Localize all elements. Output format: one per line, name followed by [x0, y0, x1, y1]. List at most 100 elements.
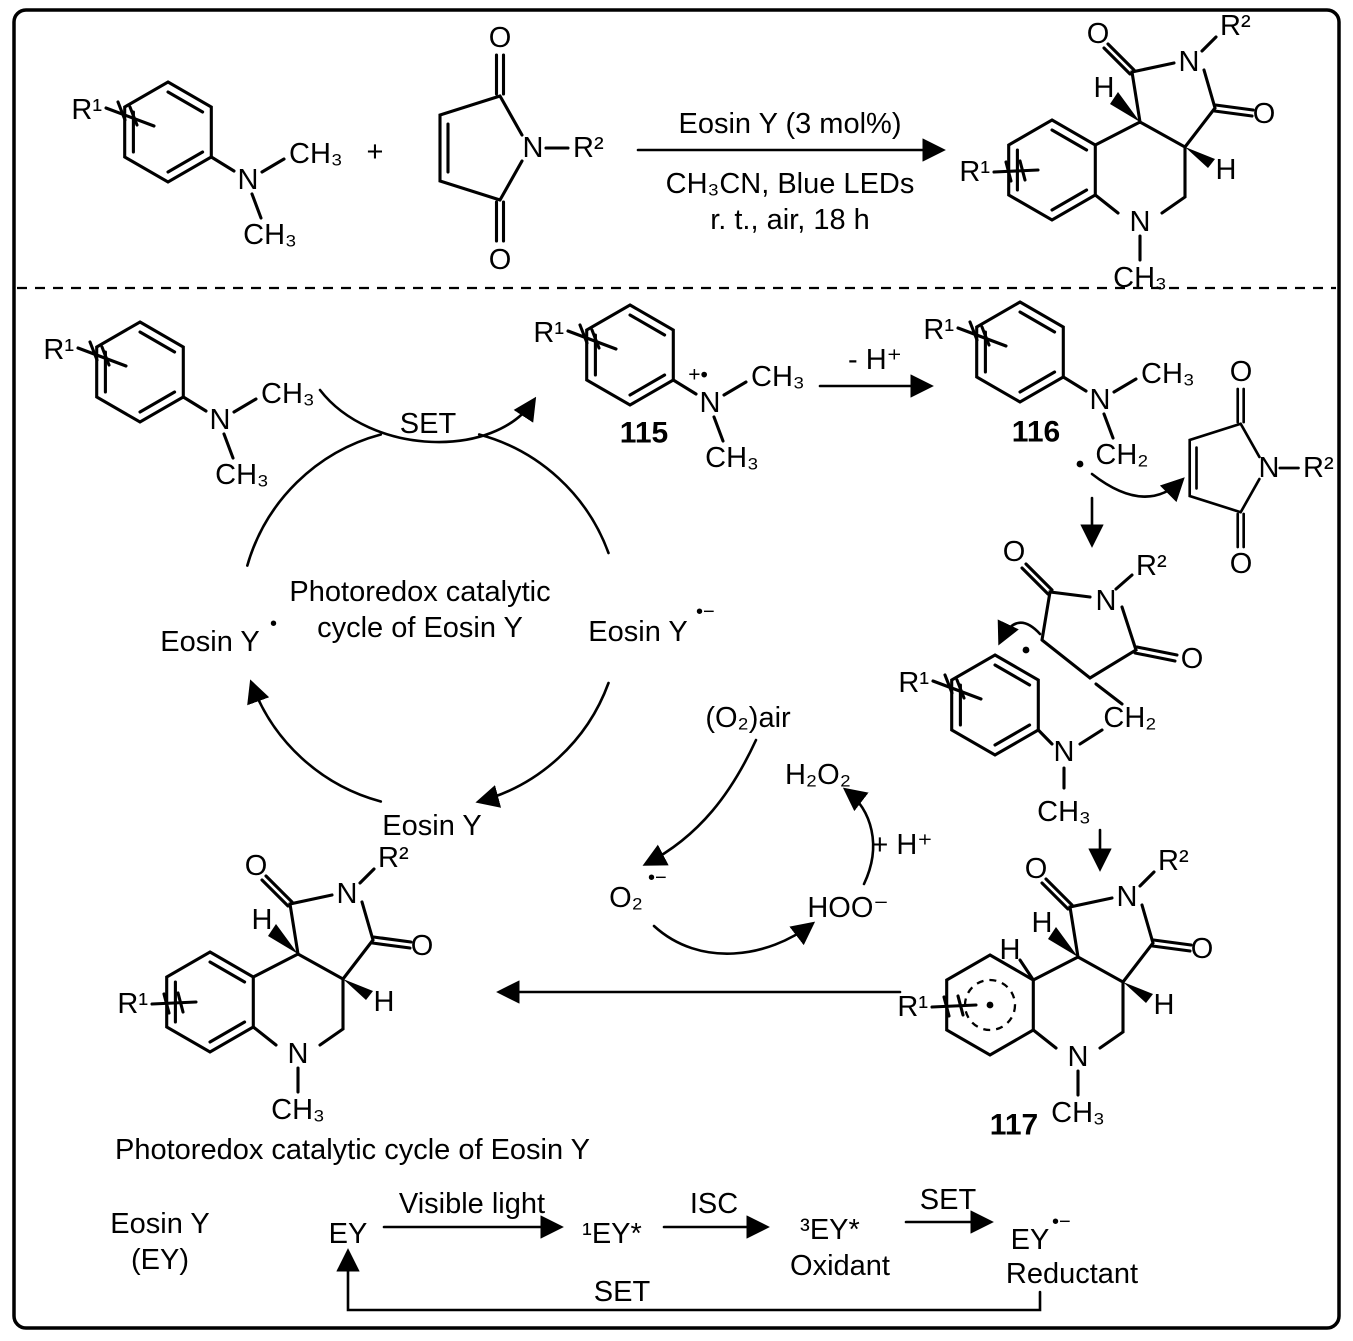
eosin-y-radical-anion-label: Eosin Y: [588, 616, 687, 648]
n-label: N: [1130, 206, 1151, 238]
radical-dot: [986, 1001, 994, 1009]
radical-dot: [1076, 460, 1084, 468]
n-label: N: [210, 404, 231, 436]
cycle-title-line2: cycle of Eosin Y: [317, 612, 523, 644]
intermediate-117: O R² N O H H H N CH₃ R¹ 117: [897, 845, 1213, 1142]
r1-label: R¹: [959, 156, 990, 188]
r1-label: R¹: [71, 94, 102, 126]
isc-label: ISC: [690, 1188, 738, 1220]
compound-number-115: 115: [620, 417, 668, 450]
cycle-arc-top-left: [246, 433, 383, 567]
h-label: H: [1094, 72, 1115, 104]
r2-label: R²: [1220, 10, 1251, 42]
ch3-label: CH₃: [243, 219, 297, 251]
r1-label: R¹: [923, 314, 954, 346]
set-back-arrow: [336, 1248, 1042, 1312]
intermediate-115: R¹ N +• CH₃ CH₃ 115: [533, 305, 805, 474]
superoxide-sup: •−: [648, 867, 667, 889]
r2-label: R²: [378, 842, 409, 874]
oxidant-label: Oxidant: [790, 1250, 890, 1282]
ey-ground-label: EY: [329, 1218, 368, 1250]
o-label: O: [1025, 853, 1048, 885]
ch3-label: CH₃: [1141, 358, 1195, 390]
h2o2-label: H₂O₂: [785, 759, 851, 791]
n-label: N: [700, 387, 721, 419]
h-label: H: [1032, 907, 1053, 939]
set-arrow: [318, 388, 537, 444]
condition-below-2: r. t., air, 18 h: [710, 204, 870, 236]
set-back-label: SET: [594, 1276, 651, 1308]
o-label: O: [1181, 643, 1204, 675]
ch3-label: CH₃: [289, 138, 343, 170]
reductant-label: Reductant: [1006, 1258, 1138, 1290]
n-label: N: [1096, 585, 1117, 617]
ch3-label: CH₃: [705, 442, 759, 474]
photoredox-cycle: SET Photoredox catalytic cycle of Eosin …: [160, 388, 715, 842]
eosin-y-radical-label: Eosin Y: [160, 626, 259, 658]
r1-label: R¹: [117, 988, 148, 1020]
superoxide-label: O₂: [609, 882, 643, 914]
ey-radical-anion-label: EY: [1011, 1224, 1050, 1256]
cycle-arc-right-down: [475, 681, 610, 808]
ch2-label: CH₂: [1103, 702, 1156, 734]
singlet-ey-label: ¹EY*: [582, 1218, 642, 1250]
outer-border: [12, 8, 1341, 1330]
ey-abbr: (EY): [131, 1244, 189, 1276]
r1-label: R¹: [897, 991, 928, 1023]
visible-light-label: Visible light: [399, 1188, 545, 1220]
n-label: N: [288, 1038, 309, 1070]
radical-cation-label: +•: [688, 364, 708, 387]
n-label: N: [1179, 46, 1200, 78]
r2-label: R²: [1303, 452, 1334, 484]
cycle-caption: Photoredox catalytic cycle of Eosin Y: [115, 1134, 590, 1166]
n-label: N: [1259, 452, 1280, 484]
r2-label: R²: [1158, 845, 1189, 877]
h-label: H: [374, 986, 395, 1018]
radical-addition-arrow: [1090, 472, 1185, 503]
eosin-y-label: Eosin Y: [382, 810, 481, 842]
ch3-label: CH₃: [271, 1094, 325, 1126]
product-structure-bottom: O R² N O H H N CH₃ R¹: [117, 842, 433, 1126]
n-label: N: [337, 878, 358, 910]
compound-number-117: 117: [990, 1109, 1038, 1142]
o-label: O: [245, 850, 268, 882]
eosin-energy-diagram: Eosin Y (EY) EY Visible light ¹EY* ISC ³…: [110, 1184, 1138, 1312]
r2-label: R²: [1136, 550, 1167, 582]
n-label: N: [1068, 1041, 1089, 1073]
mechanism-aniline: R¹ N CH₃ CH₃: [43, 322, 315, 491]
n-label: N: [1117, 881, 1138, 913]
ch2-label: CH₂: [1095, 439, 1148, 471]
intermediate-succinimidyl-radical: R¹ N CH₃ CH₂ N R² O O: [898, 536, 1203, 828]
o2-reduction-arrow: [642, 738, 758, 866]
o2-air-label: (O₂)air: [705, 702, 791, 734]
ch3-label: CH₃: [261, 378, 315, 410]
h-label: H: [1000, 934, 1021, 966]
plus-h-label: + H⁺: [871, 829, 932, 861]
o-label: O: [1230, 356, 1253, 388]
radical-anion-sup: •−: [696, 601, 715, 623]
hoo-to-h2o2-arrow: [842, 787, 875, 886]
minus-h-label: - H⁺: [848, 344, 902, 376]
ch3-label: CH₃: [751, 361, 805, 393]
ch3-label: CH₃: [215, 459, 269, 491]
cyclization-arrow: [997, 619, 1042, 646]
o-label: O: [411, 930, 434, 962]
condition-above: Eosin Y (3 mol%): [679, 108, 902, 140]
ch3-label: CH₃: [1037, 796, 1091, 828]
product-structure-top: O R² N O H H N CH₃ R¹: [959, 10, 1275, 294]
reactant-aniline: R¹ N CH₃ CH₃: [71, 82, 343, 251]
compound-number-116: 116: [1012, 416, 1060, 449]
o-label: O: [1191, 933, 1214, 965]
cycle-arc-left-up: [247, 679, 383, 803]
ch3-label: CH₃: [1113, 262, 1167, 294]
condition-below-1: CH₃CN, Blue LEDs: [666, 168, 915, 200]
radical-dot: [1022, 646, 1030, 654]
h-label: H: [1216, 154, 1237, 186]
o-label: O: [489, 22, 512, 54]
o-label: O: [1253, 98, 1276, 130]
intermediate-116: R¹ N CH₃ CH₂ 116: [923, 302, 1195, 471]
o-label: O: [1087, 18, 1110, 50]
o-label: O: [489, 244, 512, 276]
h-label: H: [1154, 989, 1175, 1021]
set-label: SET: [400, 408, 457, 440]
